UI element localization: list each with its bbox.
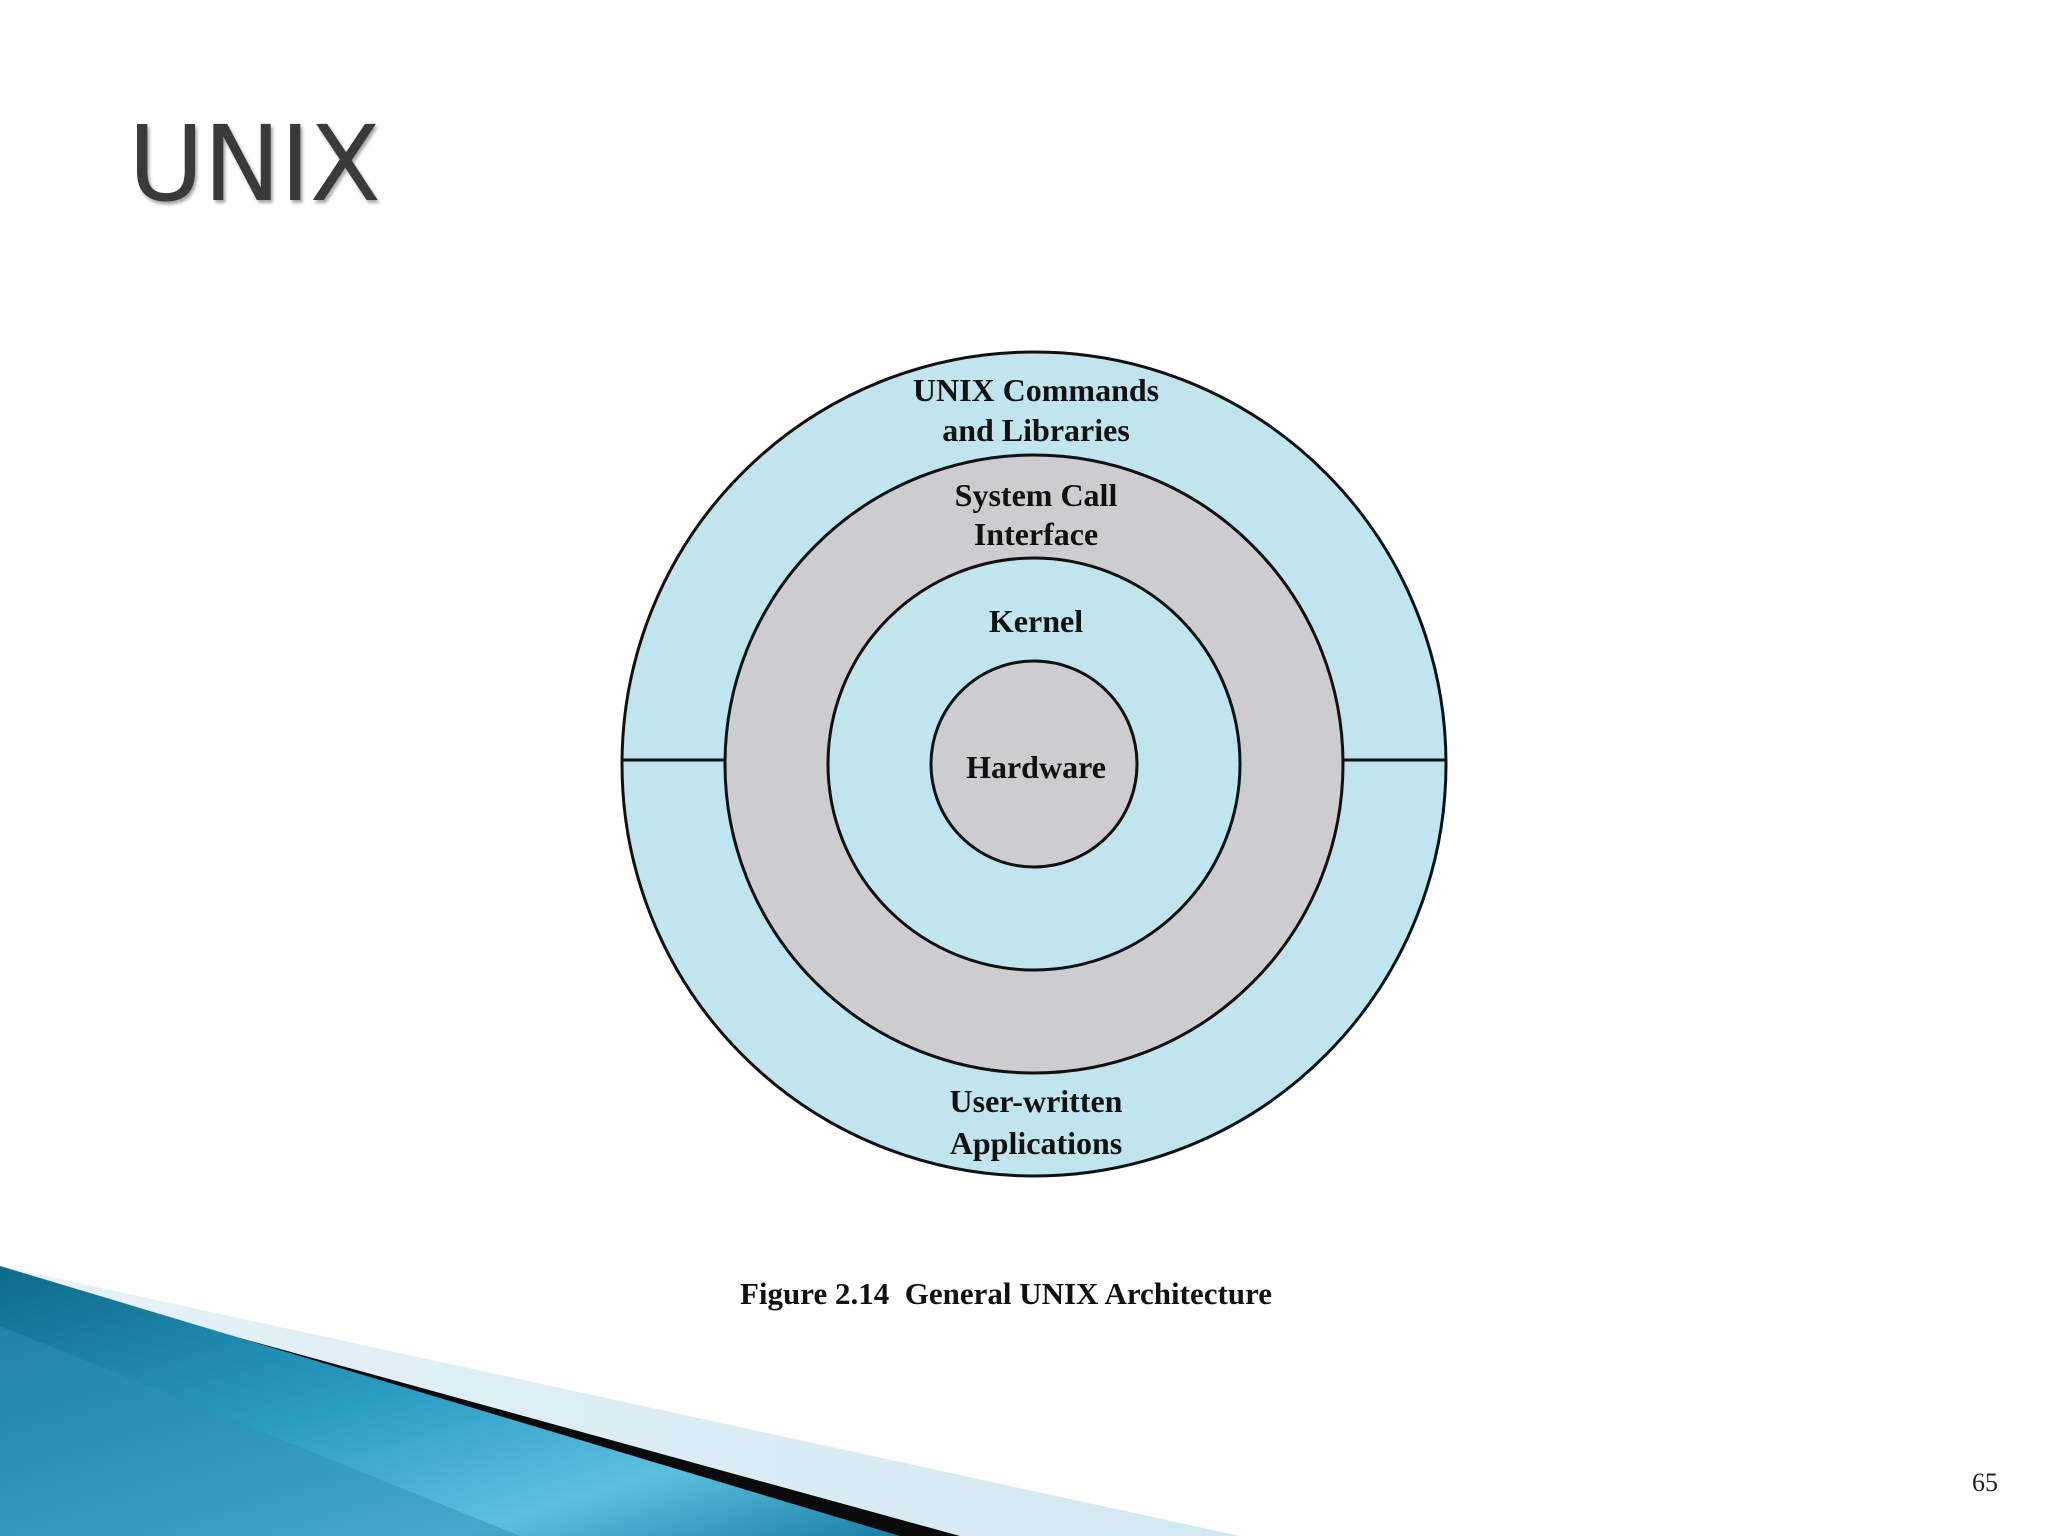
unix-architecture-diagram: UNIX Commands and Libraries System Call … xyxy=(600,330,1480,1210)
figure-caption: Figure 2.14 General UNIX Architecture xyxy=(0,1276,2048,1312)
figure-caption-text: Figure 2.14 General UNIX Architecture xyxy=(739,1276,1273,1311)
label-unix-commands-line1: UNIX Commands xyxy=(913,372,1159,408)
architecture-rings-svg: UNIX Commands and Libraries System Call … xyxy=(620,350,1448,1178)
label-user-written-line1: User-written xyxy=(950,1083,1123,1119)
label-unix-commands-line2: and Libraries xyxy=(942,412,1130,448)
page-number: 65 xyxy=(1972,1468,1998,1497)
label-system-call-line1: System Call xyxy=(955,477,1118,513)
slide-title: UNIX xyxy=(128,103,381,225)
label-hardware: Hardware xyxy=(966,749,1106,785)
corner-swoosh-decoration xyxy=(0,1266,1300,1536)
label-kernel: Kernel xyxy=(989,603,1083,639)
label-system-call-line2: Interface xyxy=(974,516,1098,552)
label-user-written-line2: Applications xyxy=(950,1125,1122,1161)
hardware-core xyxy=(929,659,1139,869)
